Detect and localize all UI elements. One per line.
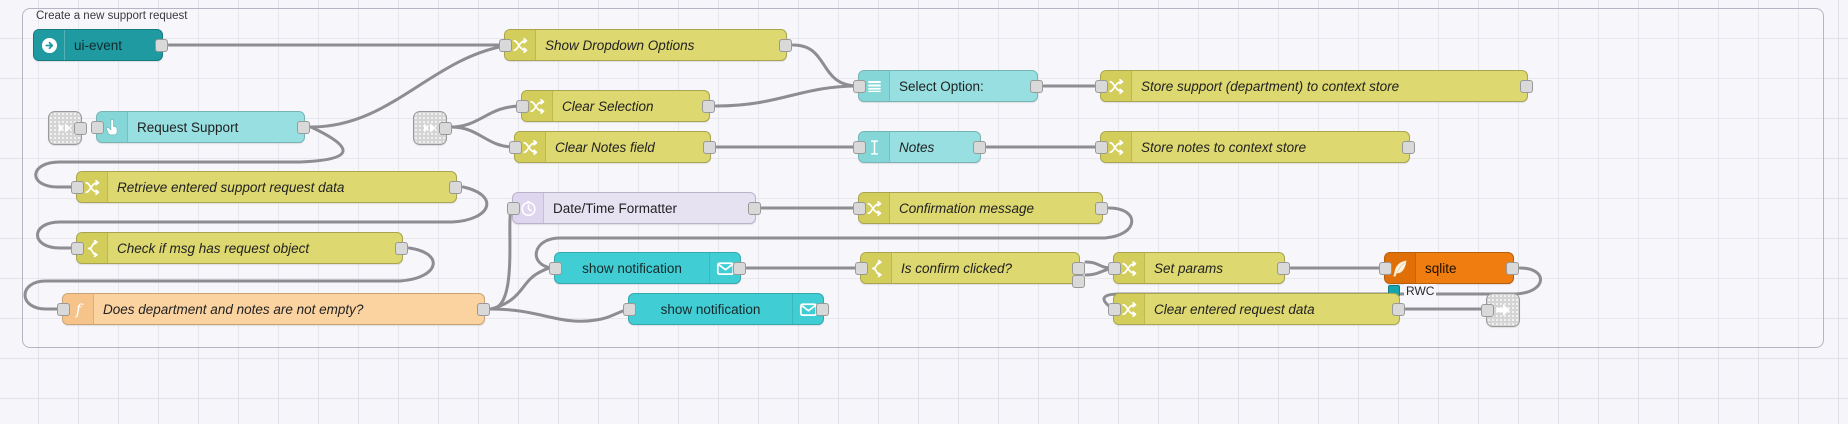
link-out-node-1[interactable] <box>1481 293 1520 327</box>
link-in-icon <box>56 119 74 137</box>
node-sqlite[interactable]: sqlite <box>1379 252 1519 284</box>
envelope-icon <box>709 253 740 283</box>
link-out-icon <box>1494 301 1512 319</box>
node-label: Confirmation message <box>899 200 1035 216</box>
node-label: Is confirm clicked? <box>901 260 1013 276</box>
node-label: Does department and notes are not empty? <box>103 301 364 317</box>
node-label: Select Option: <box>899 78 984 94</box>
node-date-time-formatter[interactable]: Date/Time Formatter <box>507 192 761 224</box>
port-out[interactable] <box>1506 262 1519 275</box>
port-out[interactable] <box>439 122 452 135</box>
node-notes[interactable]: Notes <box>853 131 986 163</box>
node-clear-selection[interactable]: Clear Selection <box>516 90 715 122</box>
port-in[interactable] <box>91 121 104 134</box>
change-shuffle-icon <box>77 172 108 202</box>
link-in-icon <box>421 119 439 137</box>
node-show-notification-1[interactable]: show notification <box>549 252 746 284</box>
port-in[interactable] <box>853 141 866 154</box>
node-label: Set params <box>1154 260 1224 276</box>
port-in[interactable] <box>1108 262 1121 275</box>
port-out[interactable] <box>748 202 761 215</box>
port-in[interactable] <box>1095 141 1108 154</box>
node-request-support[interactable]: Request Support <box>91 111 310 143</box>
port-out[interactable] <box>702 100 715 113</box>
link-in-node-1[interactable] <box>48 111 87 145</box>
port-in[interactable] <box>623 303 636 316</box>
port-out[interactable] <box>1402 141 1415 154</box>
change-shuffle-icon <box>1101 132 1132 162</box>
node-does-department-notes-not-empty[interactable]: f Does department and notes are not empt… <box>57 293 490 325</box>
node-clear-notes-field[interactable]: Clear Notes field <box>509 131 716 163</box>
node-label: Check if msg has request object <box>117 240 310 256</box>
feather-sqlite-icon <box>1385 253 1416 283</box>
port-in[interactable] <box>1481 304 1494 317</box>
node-label: Clear Selection <box>562 98 654 114</box>
port-out[interactable] <box>1392 303 1405 316</box>
node-confirmation-message[interactable]: Confirmation message <box>853 192 1108 224</box>
node-show-notification-2[interactable]: show notification <box>623 293 829 325</box>
port-out[interactable] <box>779 39 792 52</box>
node-label: Store notes to context store <box>1141 139 1307 155</box>
node-check-msg-request-object[interactable]: Check if msg has request object <box>71 232 408 264</box>
port-out-2[interactable] <box>1072 275 1085 288</box>
node-label: Date/Time Formatter <box>553 200 678 216</box>
port-in[interactable] <box>507 202 520 215</box>
port-out[interactable] <box>395 242 408 255</box>
node-label: show notification <box>582 260 682 276</box>
node-set-params[interactable]: Set params <box>1108 252 1290 284</box>
node-select-option[interactable]: Select Option: <box>853 70 1043 102</box>
port-in[interactable] <box>1095 80 1108 93</box>
node-label: show notification <box>660 301 761 317</box>
svg-text:f: f <box>74 300 83 318</box>
port-out[interactable] <box>1030 80 1043 93</box>
node-label: Request Support <box>137 119 239 135</box>
link-in-node-2[interactable] <box>413 111 452 145</box>
port-out[interactable] <box>816 303 829 316</box>
node-label: ui-event <box>74 37 123 53</box>
node-label: Store support (department) to context st… <box>1141 78 1400 94</box>
port-in[interactable] <box>853 80 866 93</box>
port-out-1[interactable] <box>1072 262 1085 275</box>
node-label: Clear Notes field <box>555 139 655 155</box>
port-out[interactable] <box>1520 80 1533 93</box>
port-out[interactable] <box>74 122 87 135</box>
port-out[interactable] <box>297 121 310 134</box>
port-in[interactable] <box>71 242 84 255</box>
node-label: Clear entered request data <box>1154 301 1315 317</box>
port-out[interactable] <box>155 39 168 52</box>
port-in[interactable] <box>549 262 562 275</box>
node-show-dropdown-options[interactable]: Show Dropdown Options <box>499 29 792 61</box>
node-label: Show Dropdown Options <box>545 37 695 53</box>
port-in[interactable] <box>71 181 84 194</box>
node-clear-entered-request-data[interactable]: Clear entered request data <box>1108 293 1405 325</box>
port-in[interactable] <box>855 262 868 275</box>
port-in[interactable] <box>499 39 512 52</box>
node-label: sqlite <box>1425 260 1457 276</box>
node-is-confirm-clicked[interactable]: Is confirm clicked? <box>855 252 1085 288</box>
port-in[interactable] <box>516 100 529 113</box>
port-out[interactable] <box>733 262 746 275</box>
envelope-icon <box>792 294 823 324</box>
node-store-notes[interactable]: Store notes to context store <box>1095 131 1415 163</box>
port-in[interactable] <box>1108 303 1121 316</box>
port-out[interactable] <box>1277 262 1290 275</box>
port-in[interactable] <box>57 303 70 316</box>
node-label: Notes <box>899 139 935 155</box>
port-out[interactable] <box>973 141 986 154</box>
port-out[interactable] <box>477 303 490 316</box>
node-retrieve-entered-data[interactable]: Retrieve entered support request data <box>71 171 462 203</box>
port-in[interactable] <box>853 202 866 215</box>
port-in[interactable] <box>509 141 522 154</box>
node-store-support-department[interactable]: Store support (department) to context st… <box>1095 70 1533 102</box>
node-ui-event[interactable]: ui-event <box>33 29 168 61</box>
port-out[interactable] <box>1095 202 1108 215</box>
arrow-circle-right-icon <box>34 30 65 60</box>
port-out[interactable] <box>449 181 462 194</box>
status-text: RWC <box>1404 284 1437 298</box>
node-label: Retrieve entered support request data <box>117 179 345 195</box>
group-label: Create a new support request <box>36 10 188 22</box>
port-out[interactable] <box>703 141 716 154</box>
port-in[interactable] <box>1379 262 1392 275</box>
